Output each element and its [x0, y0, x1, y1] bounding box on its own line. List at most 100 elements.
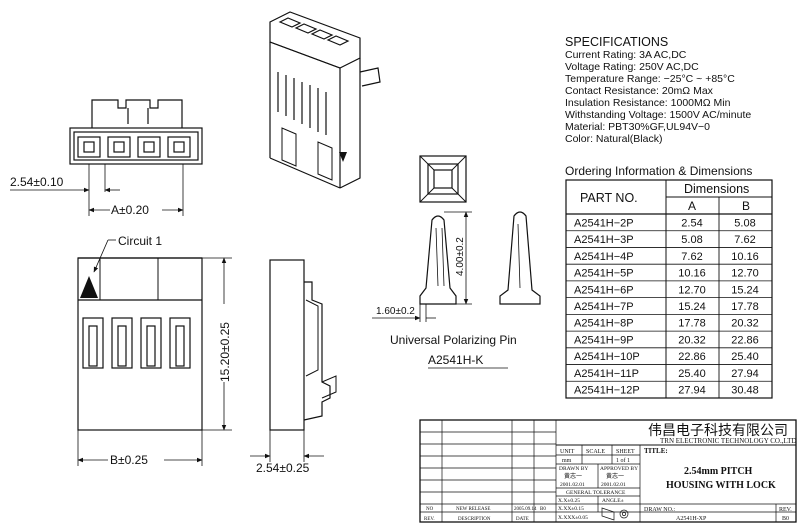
- b-dimension: B±0.25: [77, 452, 203, 467]
- table-cell-a: 22.86: [678, 351, 706, 363]
- table-cell-a: 17.78: [678, 318, 706, 330]
- angle-label: ANGLE±: [602, 498, 624, 504]
- table-cell-part: A2541H−3P: [574, 234, 634, 246]
- company-cn: 伟昌电子科技有限公司: [648, 423, 788, 439]
- sheet-label: SHEET: [616, 449, 635, 455]
- spec-line: Withstanding Voltage: 1500V AC/minute: [565, 109, 751, 121]
- pin-height-label: 4.00±0.2: [455, 237, 466, 276]
- rev-value: B0: [782, 516, 789, 522]
- drawn-name: 黄志一: [564, 472, 582, 480]
- spec-line: Current Rating: 3A AC,DC: [565, 49, 687, 61]
- tolerance-label: GENERAL TOLERANCE: [566, 490, 626, 496]
- side-view: [269, 259, 337, 462]
- circuit-1-marker-iso: [339, 152, 347, 162]
- table-cell-a: 7.62: [681, 251, 702, 263]
- drw-value: A2541H-XP: [676, 516, 707, 522]
- title-line2: HOUSING WITH LOCK: [666, 480, 776, 491]
- tol-1: X.X±0.25: [558, 498, 580, 504]
- company-en: TRN ELECTRONIC TECHNOLOGY CO.,LTD: [660, 437, 796, 445]
- projection-symbol-icon: [601, 507, 629, 521]
- table-cell-b: 10.16: [731, 251, 759, 263]
- table-cell-b: 7.62: [734, 234, 755, 246]
- table-cell-a: 5.08: [681, 234, 702, 246]
- table-cell-a: 10.16: [678, 268, 706, 280]
- table-cell-part: A2541H−6P: [574, 284, 634, 296]
- table-cell-a: 15.24: [678, 301, 706, 313]
- tol-2: X.XX±0.15: [558, 506, 584, 512]
- col-dims-header: Dimensions: [684, 182, 749, 196]
- table-cell-a: 12.70: [678, 284, 706, 296]
- rev-row-desc: NEW RELEASE: [456, 507, 491, 512]
- table-cell-b: 25.40: [731, 351, 759, 363]
- title-block-text: 伟昌电子科技有限公司 TRN ELECTRONIC TECHNOLOGY CO.…: [424, 423, 796, 522]
- table-cell-b: 30.48: [731, 385, 759, 397]
- drawn-date: 2001.02.01: [560, 482, 585, 488]
- col-a-header: A: [688, 199, 696, 213]
- table-cell-b: 20.32: [731, 318, 759, 330]
- table-cell-part: A2541H−8P: [574, 318, 634, 330]
- title-line1: 2.54mm PITCH: [684, 466, 753, 477]
- table-cell-b: 27.94: [731, 368, 759, 380]
- circuit-1-marker: [80, 276, 98, 298]
- drawn-label: DRAWN BY: [559, 466, 588, 472]
- table-cell-part: A2541H−11P: [574, 368, 639, 380]
- table-cell-b: 12.70: [731, 268, 759, 280]
- rev-label: REV.: [779, 507, 792, 513]
- rev-col-rev: REV.: [424, 517, 435, 522]
- col-part-header: PART NO.: [580, 191, 638, 205]
- table-cell-a: 25.40: [678, 368, 706, 380]
- rev-col-date: DATE: [516, 517, 529, 522]
- table-cell-part: A2541H−4P: [574, 251, 634, 263]
- approved-label: APPROVED BY: [600, 466, 638, 472]
- table-cell-b: 22.86: [731, 334, 759, 346]
- sheet-value: 1 of 1: [616, 457, 630, 464]
- col-b-header: B: [742, 199, 750, 213]
- approved-name: 黄志一: [606, 472, 624, 480]
- spec-line: Color: Natural(Black): [565, 133, 662, 145]
- table-cell-a: 20.32: [678, 334, 706, 346]
- rev-row-no: NO: [426, 507, 434, 512]
- rev-col-desc: DESCRIPTION: [458, 517, 491, 522]
- pin-height-dimension: 4.00±0.2: [444, 211, 472, 305]
- drw-label: DRAW NO.:: [644, 507, 675, 513]
- table-cell-b: 15.24: [731, 284, 759, 296]
- table-cell-part: A2541H−9P: [574, 334, 634, 346]
- spec-line: Contact Resistance: 20mΩ Max: [565, 85, 714, 97]
- tol-3: X.XXX±0.05: [558, 515, 588, 521]
- unit-label: UNIT: [560, 449, 575, 455]
- pitch-dimension: 2.54±0.10: [10, 175, 120, 193]
- pin-front-view: [419, 215, 457, 305]
- pin-title: Universal Polarizing Pin: [390, 333, 517, 347]
- table-cell-a: 2.54: [681, 217, 702, 229]
- pin-side-view: [499, 211, 541, 305]
- a-label: A±0.20: [111, 203, 149, 217]
- height-label: 15.20±0.25: [218, 322, 232, 382]
- spec-line: Insulation Resistance: 1000MΩ Min: [565, 97, 731, 109]
- side-width-dimension: 2.54±0.25: [250, 453, 324, 475]
- approved-date: 2001.02.01: [601, 482, 626, 488]
- unit-value: mm: [562, 458, 572, 464]
- table-cell-b: 5.08: [734, 217, 755, 229]
- spec-line: Material: PBT30%GF,UL94V−0: [565, 121, 710, 133]
- iso-view: [269, 11, 381, 189]
- specs-title: SPECIFICATIONS: [565, 35, 668, 49]
- table-cell-part: A2541H−7P: [574, 301, 634, 313]
- table-cell-part: A2541H−2P: [574, 217, 634, 229]
- table-cell-part: A2541H−5P: [574, 268, 634, 280]
- rev-row-code: B0: [540, 507, 546, 512]
- title-block: [419, 419, 797, 523]
- height-dimension: 15.20±0.25: [216, 257, 232, 431]
- specifications: SPECIFICATIONS Current Rating: 3A AC,DC …: [565, 35, 751, 145]
- front-view: [77, 257, 232, 466]
- table-cell-part: A2541H−10P: [574, 351, 640, 363]
- pin-part: A2541H-K: [428, 353, 483, 367]
- table-cell-part: A2541H−12P: [574, 385, 640, 397]
- title-label: TITLE:: [644, 447, 668, 455]
- circuit-callout: Circuit 1: [93, 234, 162, 273]
- rev-row-date: 2005.09.14: [514, 507, 537, 512]
- pin-width-dimension: 1.60±0.2: [372, 304, 436, 322]
- ordering-table: PART NO. Dimensions A B A2541H−2P 2.54 5.0…: [565, 179, 773, 399]
- spec-line: Temperature Range: −25°C ~ +85°C: [565, 73, 735, 85]
- pin-width-label: 1.60±0.2: [376, 306, 415, 317]
